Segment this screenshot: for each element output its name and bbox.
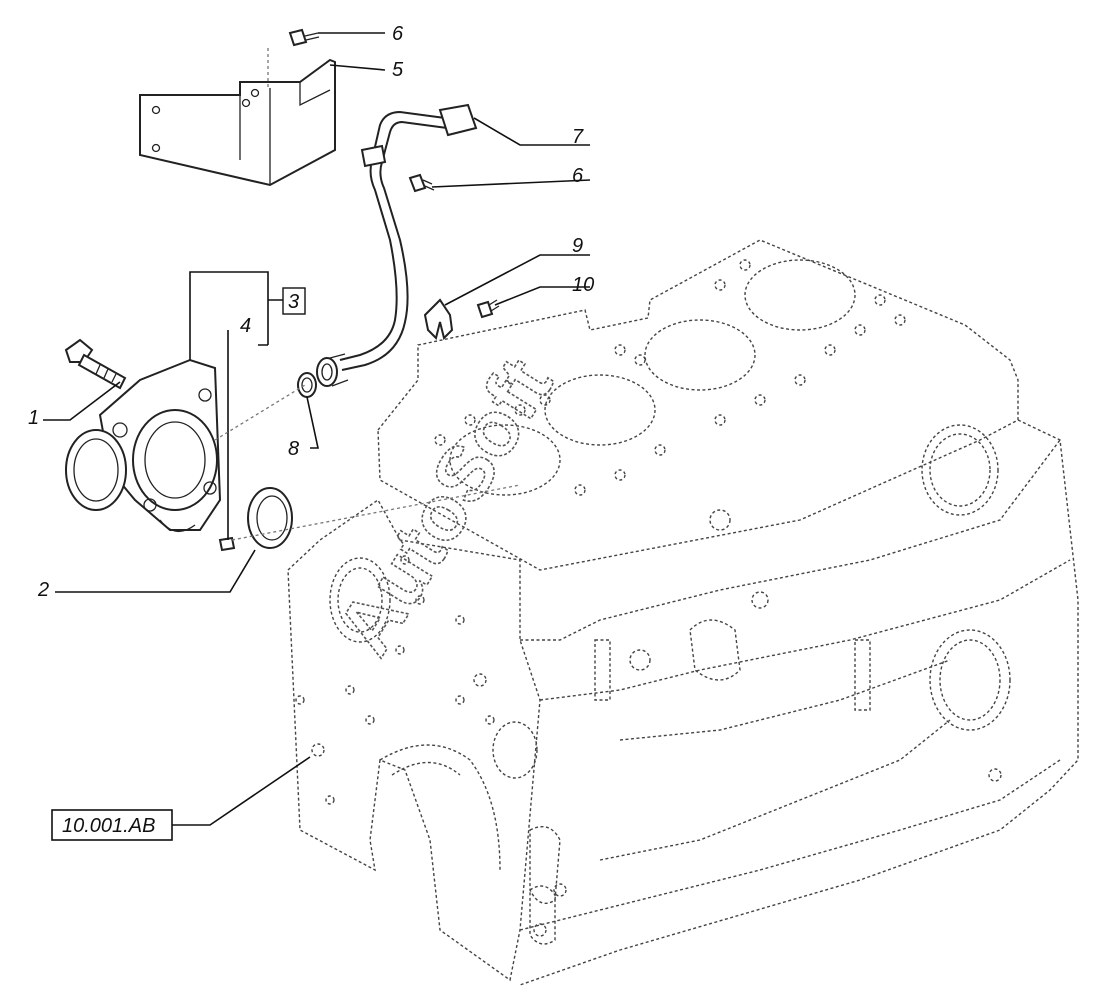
callout-8: 8 (288, 438, 299, 460)
pin-part-4 (218, 536, 236, 552)
housing-part-3 (65, 358, 222, 532)
callout-7: 7 (572, 126, 584, 148)
callout-2: 2 (37, 579, 49, 601)
callout-10: 10 (572, 274, 594, 296)
callout-6-top: 6 (392, 23, 404, 45)
callout-4: 4 (240, 315, 251, 337)
reference-label[interactable]: 10.001.AB (62, 815, 155, 837)
clip-part-9 (423, 298, 454, 340)
bracket-part-5 (139, 58, 336, 187)
engine-block (287, 239, 1079, 986)
oil-pipe-part-7 (316, 103, 478, 387)
leader-lines (43, 32, 591, 826)
callout-1: 1 (28, 407, 39, 429)
callout-9: 9 (572, 235, 583, 257)
projection-lines (214, 48, 521, 541)
gasket-part-2 (247, 487, 293, 549)
seal-ring-part-8 (297, 372, 317, 398)
callout-5: 5 (392, 59, 404, 81)
screw-part-6-top (288, 28, 320, 47)
callout-3-box (282, 287, 306, 315)
bolt-part-1 (64, 338, 127, 390)
reference-box[interactable] (51, 809, 173, 841)
callout-3: 3 (288, 291, 299, 313)
screw-part-10 (476, 299, 500, 319)
screw-part-6-mid (408, 173, 435, 193)
callout-6-mid: 6 (572, 165, 584, 187)
